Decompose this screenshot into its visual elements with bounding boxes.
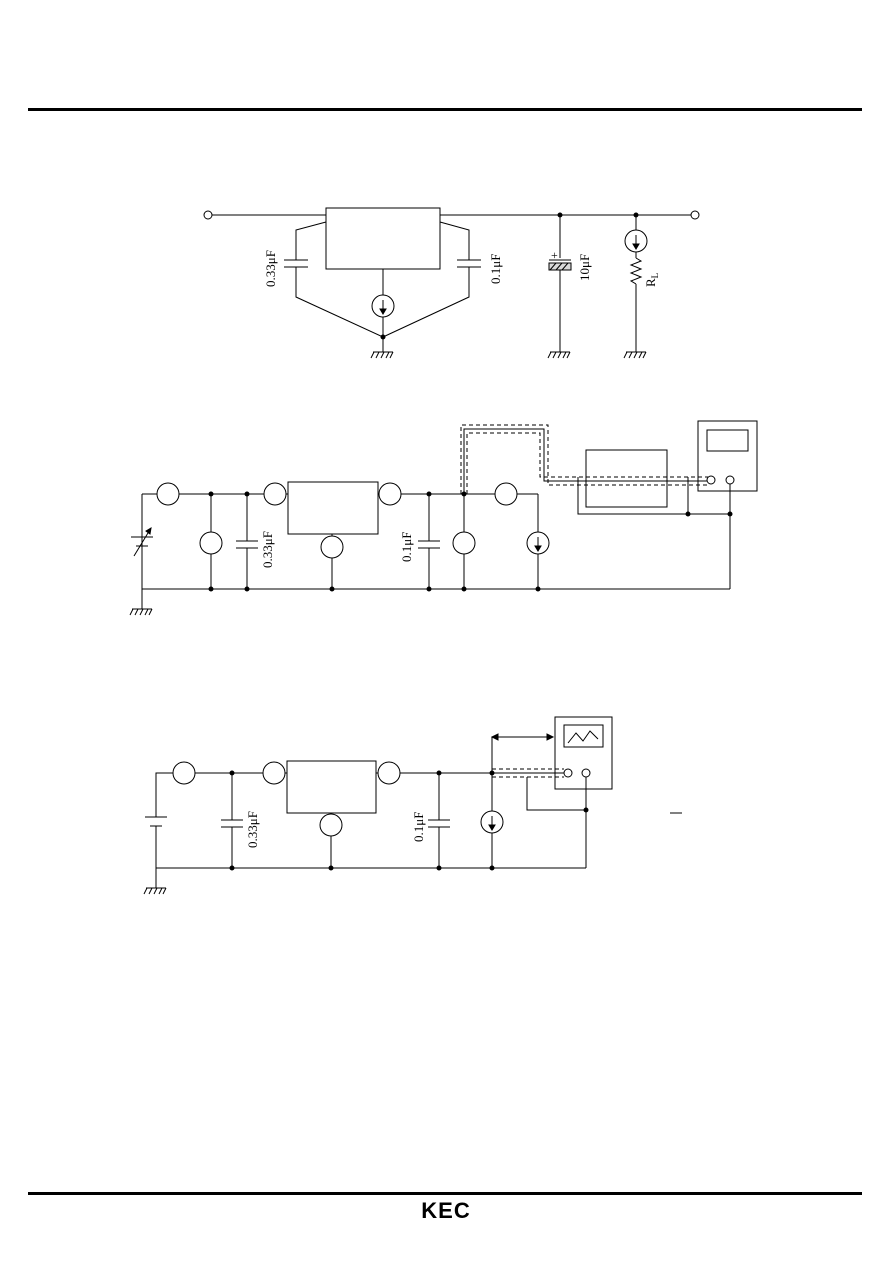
c1-load-cap-label: 10μF	[577, 254, 592, 281]
ripple-waveform	[567, 730, 599, 744]
circuit-3	[143, 716, 682, 895]
c2-input-cap-label: 0.33μF	[260, 531, 275, 568]
load-resistor	[629, 257, 643, 285]
oscilloscope	[554, 716, 613, 790]
output-ammeter	[494, 482, 518, 506]
instrument-box	[585, 449, 668, 508]
c1-load-resistor-label: RL	[643, 273, 660, 287]
output-voltmeter	[452, 531, 476, 555]
kec-logo: KEC	[421, 1198, 470, 1223]
c3-output-cap-label: 0.1μF	[411, 812, 426, 842]
scope-ground-terminal	[581, 768, 591, 778]
oscilloscope-screen	[706, 429, 749, 452]
circuit-1	[203, 207, 700, 359]
c1-output-cap-label: 0.1μF	[488, 254, 503, 284]
regulator-ic-box	[287, 481, 379, 535]
input-ammeter	[156, 482, 180, 506]
c1-polarity-mark: +	[551, 248, 558, 262]
ground-meter	[319, 813, 343, 837]
output-terminal	[690, 210, 700, 220]
scope-input-terminal	[706, 475, 716, 485]
footer-rule	[28, 1192, 862, 1195]
scope-ground-terminal	[725, 475, 735, 485]
scope-input-terminal	[563, 768, 573, 778]
c3-input-cap-label: 0.33μF	[245, 811, 260, 848]
regulator-ic-box	[325, 207, 441, 270]
oscilloscope	[697, 420, 758, 492]
circuit-2	[129, 420, 758, 616]
input-voltmeter	[199, 531, 223, 555]
header-rule	[28, 108, 862, 111]
oscilloscope-screen	[563, 724, 604, 748]
regulator-ic-box	[286, 760, 377, 814]
input-terminal	[203, 210, 213, 220]
c2-output-cap-label: 0.1μF	[399, 532, 414, 562]
ground-meter	[320, 535, 344, 559]
c1-input-cap-label: 0.33μF	[263, 250, 278, 287]
